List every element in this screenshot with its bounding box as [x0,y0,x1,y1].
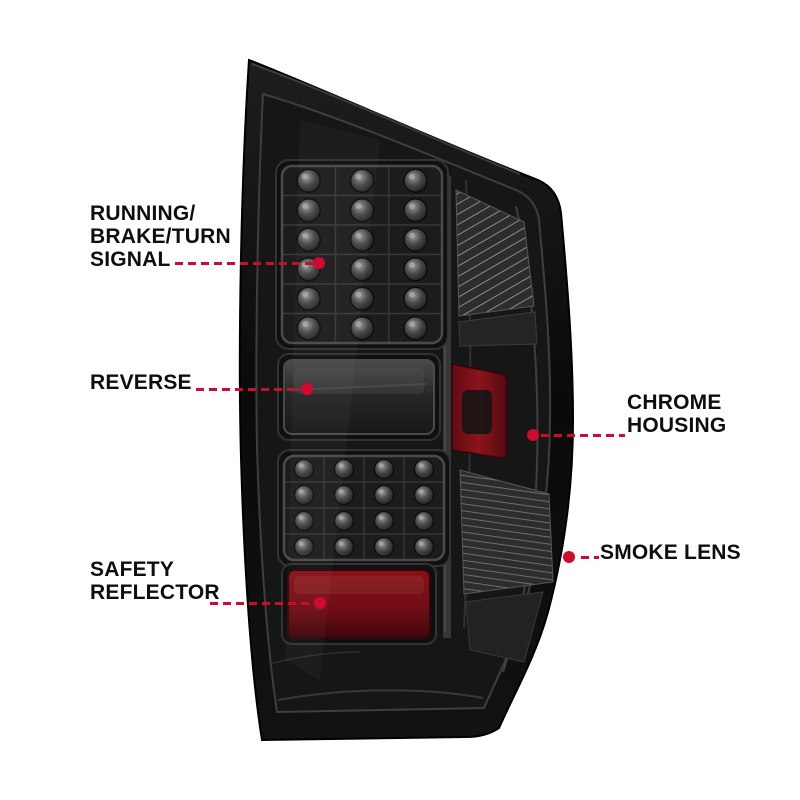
bottom-contour-arc [277,689,484,701]
reverse-light-lens [283,359,435,435]
callout-running-brake-turn-signal-label: RUNNING/ BRAKE/TURN SIGNAL [90,202,231,272]
top-edge-highlight [251,63,521,175]
inner-red-reflector [451,363,508,459]
lower-led-array [282,454,446,562]
chrome-divider-strip [443,176,451,638]
callout-safety-reflector-dot [314,597,326,609]
safety-reflector-lens [287,569,431,639]
callout-reverse-leader [196,388,303,391]
callout-safety-reflector-leader [210,602,316,605]
callout-safety-reflector-label: SAFETY REFLECTOR [90,558,220,605]
callout-chrome-housing-leader [541,434,625,437]
callout-reverse-label: REVERSE [90,371,192,394]
callout-running-brake-turn-signal-leader [175,262,315,265]
bottom-contour-arc-2 [269,651,361,665]
callout-smoke-lens-dot [563,551,575,563]
callout-chrome-housing-label: CHROME HOUSING [627,391,727,438]
callout-running-brake-turn-signal-dot [313,257,325,269]
callout-reverse-dot [301,383,313,395]
lower-smoked-facet [465,591,544,663]
callout-smoke-lens-label: SMOKE LENS [600,541,741,564]
callout-smoke-lens-leader [581,556,599,559]
running-brake-turn-led-array [280,164,444,345]
chrome-reflector-sliver [458,311,538,347]
chrome-reflector-detail-upper [455,189,535,317]
callout-chrome-housing-dot [527,429,539,441]
smoke-lens-reflector-detail-lower [459,469,554,595]
